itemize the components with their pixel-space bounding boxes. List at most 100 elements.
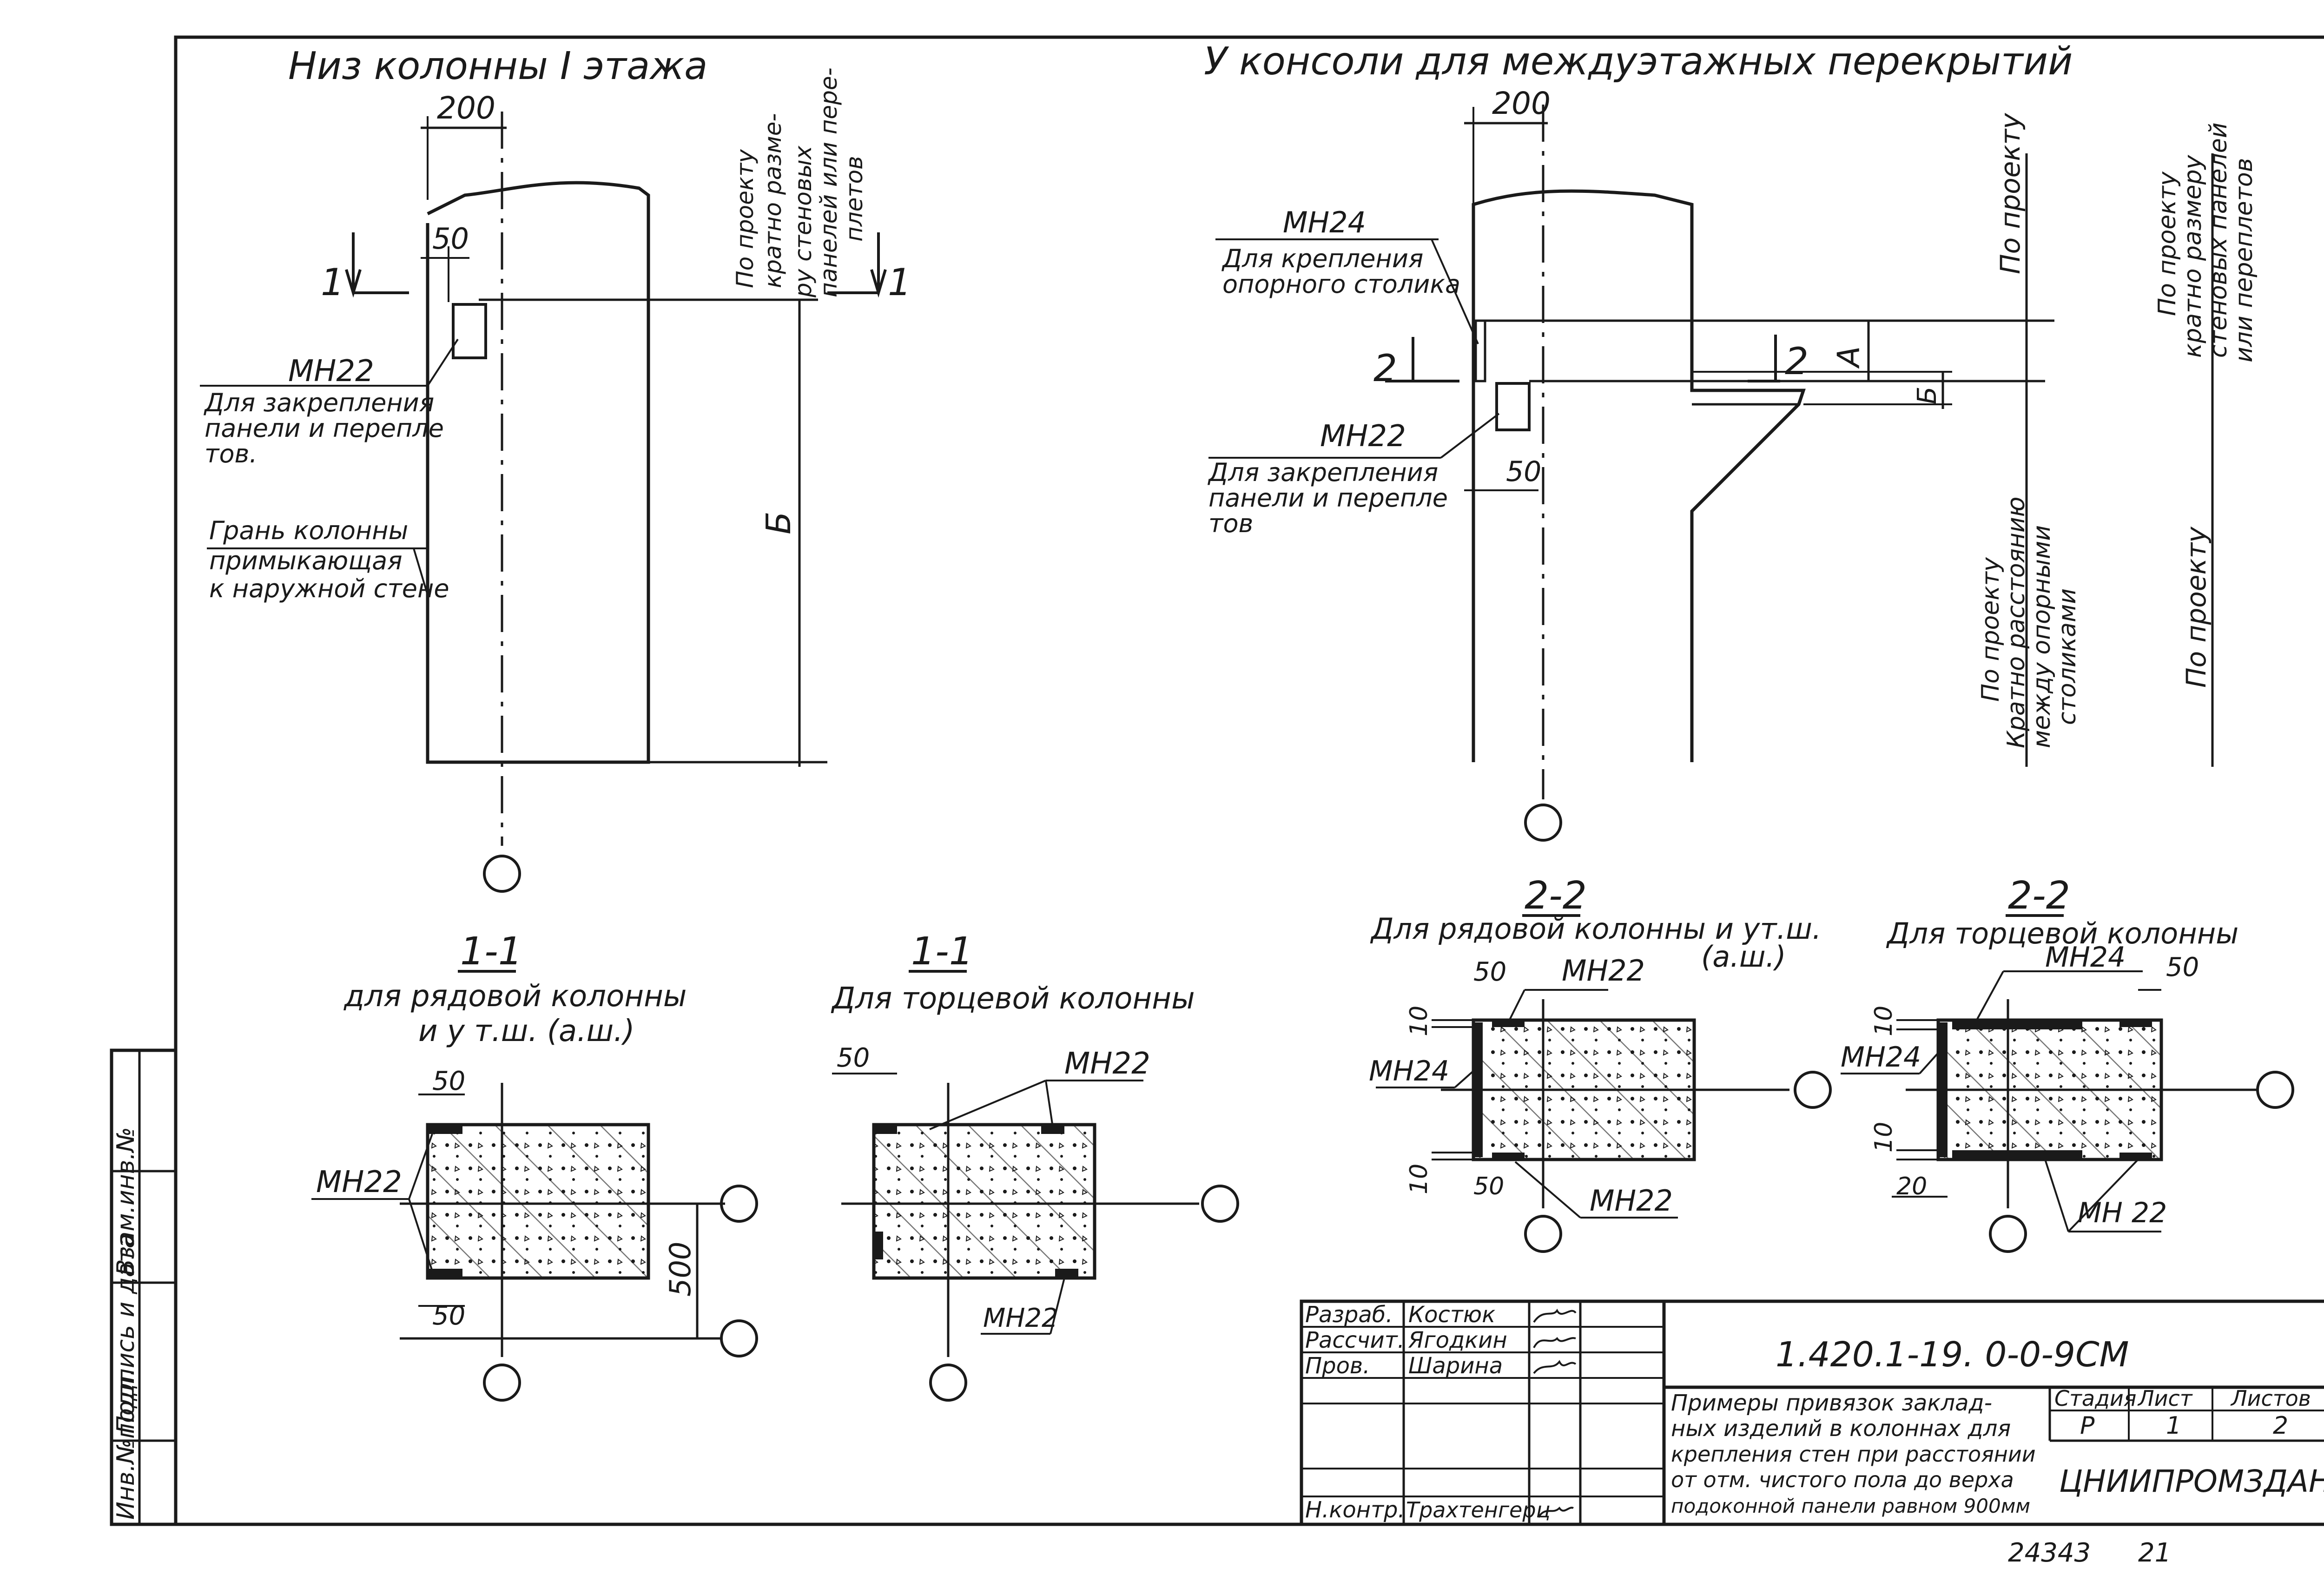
sheet-frame: [174, 35, 2324, 1526]
tb-role-2: Рассчит.: [1305, 1327, 1405, 1353]
left-item-mn22: МН22: [288, 354, 374, 389]
sec22b-dim-10-bottom: 10: [1870, 1122, 1898, 1153]
sec22b-item-left: МН24: [1841, 1041, 1921, 1074]
sec22b-title: 2-2: [2008, 874, 2070, 918]
right-item-mn22-note-3: тов: [1208, 509, 1253, 538]
sec11a-item: МН22: [316, 1165, 402, 1199]
signature-4: [1538, 1506, 1574, 1518]
tb-org: ЦНИИПРОМЗДАНИЙ: [2059, 1463, 2324, 1499]
tb-role-1: Разраб.: [1305, 1302, 1393, 1328]
right-section-mark-left: 2: [1373, 347, 1397, 390]
axis-marker: [1524, 804, 1562, 842]
right-note-4: По проекту: [2180, 527, 2212, 688]
section-11-row-column: 1-1 для рядовой колонны и у т.ш. (а.ш.) …: [311, 929, 758, 1402]
plate-mn22: [452, 303, 487, 359]
left-view-title: Низ колонны I этажа: [288, 44, 707, 88]
tb-role-3: Пров.: [1305, 1353, 1370, 1379]
sec11a-dim-50-top: 50: [432, 1066, 465, 1096]
right-item-mn24: МН24: [1283, 205, 1366, 239]
right-note-2-2: кратно размеру: [2179, 154, 2207, 358]
left-item-note-2: панели и перепле: [205, 414, 444, 443]
face-note-1: Грань колонны: [209, 516, 408, 545]
left-dim-200: 200: [437, 90, 495, 126]
right-dim-200: 200: [1492, 86, 1551, 121]
sec22a-item-left: МН24: [1369, 1055, 1449, 1087]
left-vertical-note-5: плетов: [841, 156, 868, 242]
tb-desc-5: подоконной панели равном 900мм: [1671, 1495, 2030, 1517]
tb-stage-label: Стадия: [2054, 1386, 2136, 1411]
left-vertical-note-4: панелей или пере-: [815, 67, 842, 297]
bottom-number-1: 24343: [2008, 1538, 2091, 1568]
tb-name-6: Трахтенгерц: [1406, 1497, 1551, 1522]
sec11b-dim-50: 50: [837, 1043, 870, 1073]
section-22-end-column: 2-2 Для торцевой колонны МН24 50 МН24 10…: [1841, 874, 2294, 1253]
sec22a-dim-50-top: 50: [1473, 957, 1506, 987]
left-dim-50: 50: [432, 222, 469, 256]
right-note-3-2: Кратно расстоянию: [2002, 497, 2030, 748]
right-section-mark-right: 2: [1785, 340, 1809, 383]
section-22-row-column: 2-2 Для рядовой колонны и ут.ш. (а.ш.) 1…: [1369, 874, 1832, 1253]
sec22a-title: 2-2: [1525, 874, 1587, 918]
sec22b-item-bottom: МН 22: [2078, 1197, 2167, 1229]
signature-2: [1533, 1337, 1576, 1348]
tb-desc-1: Примеры привязок заклад-: [1671, 1390, 1992, 1416]
tb-sheet: 1: [2166, 1412, 2181, 1440]
axis-marker: [483, 855, 521, 893]
face-note-2: примыкающая: [209, 546, 403, 575]
bottom-number-2: 21: [2138, 1538, 2171, 1568]
sec11b-item-top: МН22: [1064, 1047, 1150, 1081]
tb-name-2: Ягодкин: [1408, 1327, 1507, 1353]
sec11b-item-bottom: МН22: [983, 1303, 1058, 1333]
tb-desc-2: ных изделий в колоннах для: [1671, 1416, 2011, 1442]
left-dim-b: Б: [759, 512, 798, 534]
tb-desc-3: крепления стен при расстоянии: [1671, 1442, 2036, 1467]
sec11a-subtitle-1: для рядовой колонны: [343, 979, 687, 1014]
left-vertical-note-2: кратно разме-: [759, 113, 786, 288]
sec22a-item-bottom: МН22: [1590, 1184, 1673, 1218]
face-note-3: к наружной стене: [209, 574, 449, 603]
right-note-2-3: стеновых панелей: [2205, 122, 2232, 358]
tb-stage: Р: [2080, 1412, 2095, 1440]
sec11b-subtitle: Для торцевой колонны: [831, 982, 1195, 1016]
left-item-note-1: Для закрепления: [204, 388, 434, 417]
signature-1: [1533, 1309, 1577, 1323]
tb-name-1: Костюк: [1408, 1302, 1495, 1328]
tb-sheets: 2: [2273, 1412, 2288, 1440]
sec11a-subtitle-2: и у т.ш. (а.ш.): [418, 1014, 634, 1048]
sec11b-title: 1-1: [911, 929, 973, 974]
tb-sheets-label: Листов: [2230, 1386, 2311, 1411]
sec22a-dim-10-top: 10: [1405, 1006, 1433, 1036]
sec22a-dim-50-bottom: 50: [1473, 1173, 1504, 1200]
section-mark-left: 1: [321, 261, 344, 304]
stamp-inv-no: Инв.№подл.: [112, 1368, 140, 1520]
tb-name-3: Шарина: [1408, 1353, 1503, 1379]
sec22b-dim-10-top: 10: [1870, 1006, 1898, 1036]
sec11a-dim-500: 500: [663, 1242, 697, 1297]
right-item-mn24-note-1: Для крепления: [1221, 244, 1423, 273]
right-note-3-3: между опорными: [2028, 525, 2056, 748]
tb-code: 1.420.1-19. 0-0-9СМ: [1776, 1335, 2129, 1375]
tb-desc-4: от отм. чистого пола до верха: [1671, 1467, 2014, 1492]
right-item-mn22-note-2: панели и перепле: [1208, 483, 1448, 513]
tb-sheet-label: Лист: [2137, 1386, 2193, 1411]
right-item-mn22: МН22: [1320, 419, 1406, 454]
right-view: У консоли для междуэтажных перекрытий 20…: [1204, 40, 2258, 842]
right-view-title: У консоли для междуэтажных перекрытий: [1204, 40, 2073, 84]
left-view: Низ колонны I этажа 200 50 1 1 МН22 Для …: [200, 44, 911, 893]
sec22b-subtitle: Для торцевой колонны: [1886, 916, 2238, 950]
left-vertical-note-3: ру стеновых: [790, 145, 817, 298]
sec22a-subtitle-2: (а.ш.): [1701, 940, 1786, 974]
right-dim-50: 50: [1506, 455, 1541, 488]
right-dim-a: А: [1831, 346, 1867, 369]
right-note-1: По проекту: [1994, 113, 2026, 274]
stamp-replace-inv: Взам.инв.№: [112, 1127, 140, 1276]
signature-3: [1533, 1360, 1577, 1374]
sec22a-subtitle-1: Для рядовой колонны и ут.ш.: [1370, 912, 1822, 946]
sec22b-dim-50: 50: [2166, 952, 2199, 982]
right-item-mn24-note-2: опорного столика: [1222, 270, 1460, 299]
right-note-2-4: или переплетов: [2230, 158, 2258, 362]
sec11a-title: 1-1: [460, 929, 522, 974]
sec22a-dim-10-bottom: 10: [1405, 1164, 1433, 1194]
right-item-mn22-note-1: Для закрепления: [1208, 458, 1438, 487]
